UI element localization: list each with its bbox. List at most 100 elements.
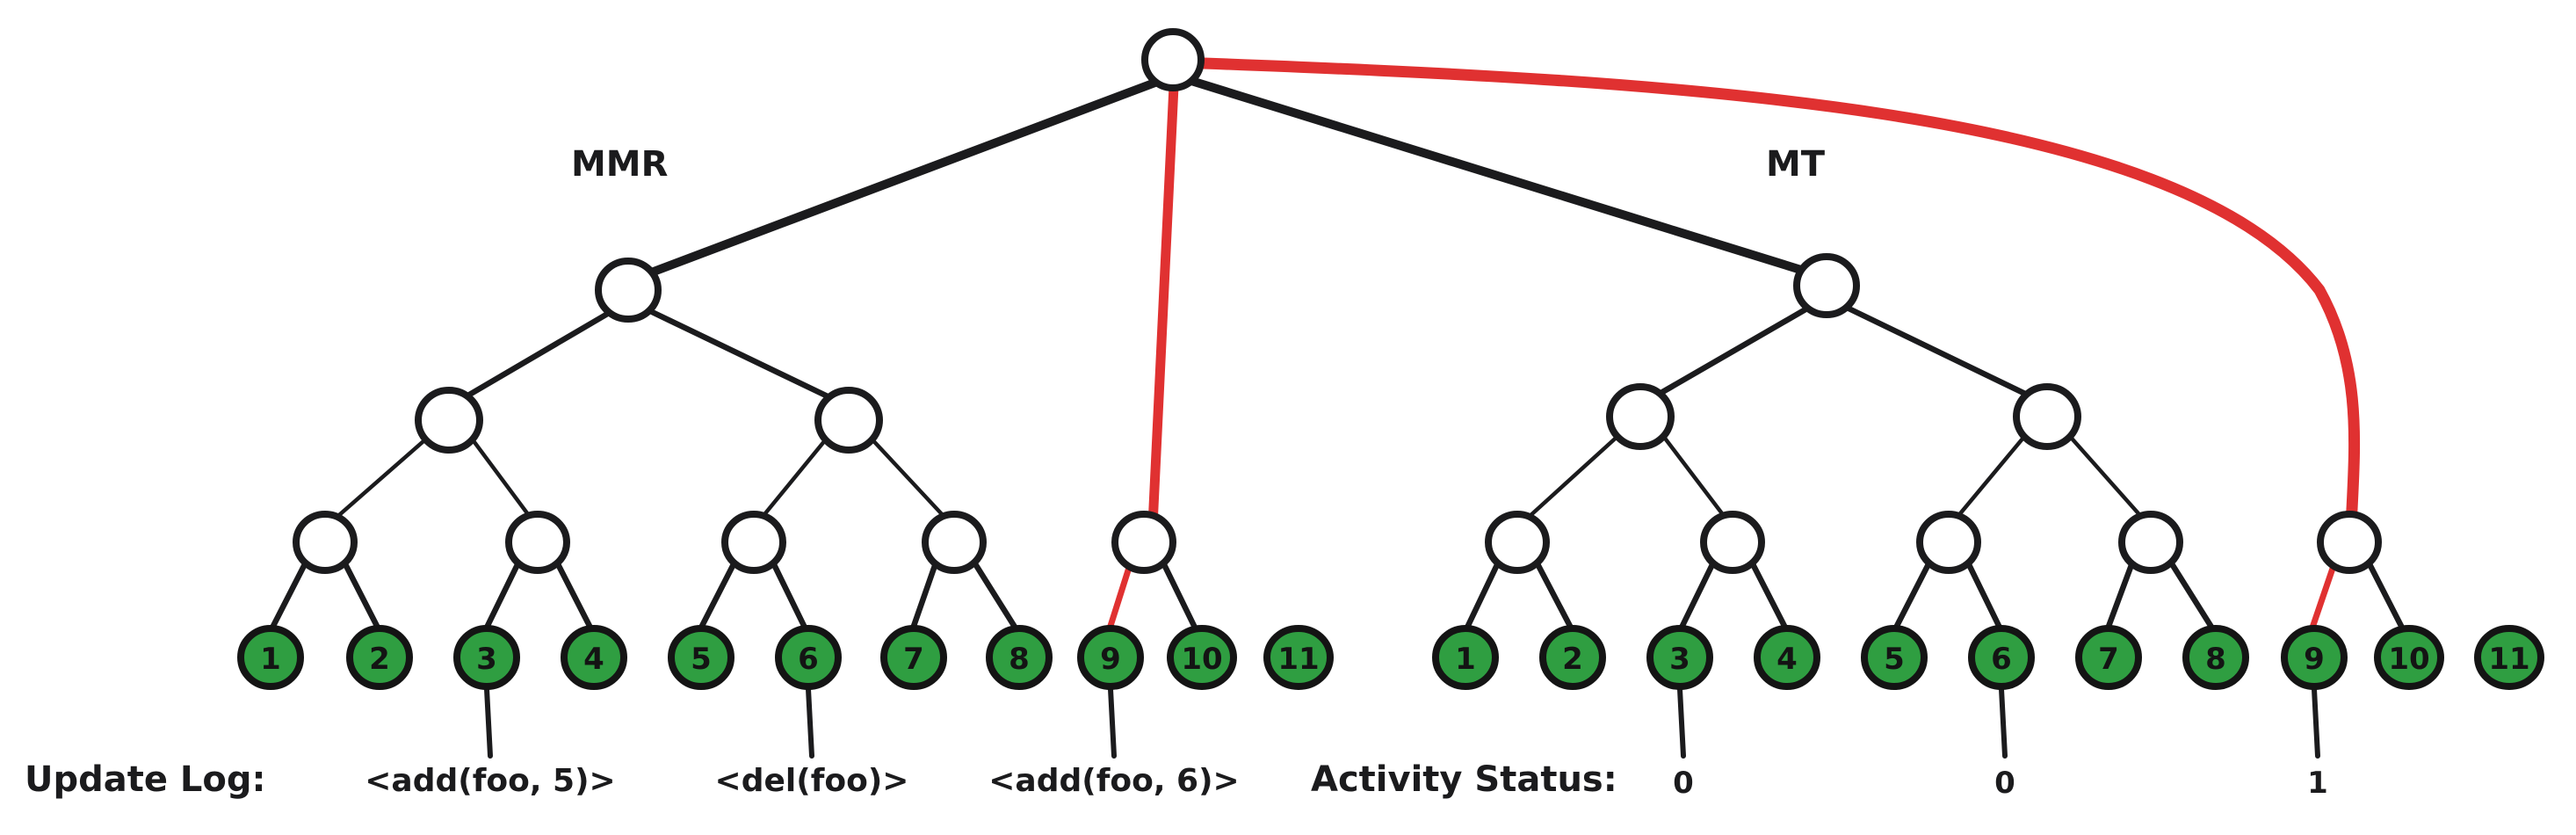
- node-root[interactable]: [1141, 28, 1205, 91]
- mmr-edges: [267, 306, 1200, 635]
- edge-mmr-leaf10: [1156, 552, 1200, 635]
- node-mmr-l2-a[interactable]: [415, 387, 483, 454]
- root-edges: [628, 76, 1820, 284]
- edge-mmr-l2c: [751, 432, 832, 530]
- highlight-root-to-mmr-node9: [1147, 81, 1179, 531]
- leaf-node-mmr-9[interactable]: 9: [1077, 625, 1144, 690]
- node-mmr-l3-a[interactable]: [293, 511, 358, 574]
- leaf-node-mmr-5[interactable]: 5: [668, 625, 734, 690]
- leaf-label: 9: [1100, 642, 1121, 677]
- leaf-label: 6: [1991, 642, 2012, 677]
- leaf-label: 5: [691, 642, 712, 677]
- leaf-node-mt-2[interactable]: 2: [1539, 625, 1606, 690]
- leaf-node-mt-3[interactable]: 3: [1646, 625, 1713, 690]
- edge-mt-leaf8: [2163, 552, 2218, 635]
- edge-mt-leaf4: [1745, 552, 1791, 635]
- leaf-label: 11: [2488, 642, 2529, 677]
- leaf-node-mmr-8[interactable]: 8: [986, 625, 1053, 690]
- leaf-node-mt-6[interactable]: 6: [1968, 625, 2035, 690]
- edge-mmr-leaf6: [766, 552, 810, 635]
- node-mt-l3-a[interactable]: [1485, 511, 1550, 574]
- node-mt-l2-b[interactable]: [2013, 383, 2081, 450]
- edge-mmr-l1l: [446, 306, 619, 410]
- node-mmr-l3-c[interactable]: [721, 511, 786, 574]
- tick-mt-leaf9: [2312, 686, 2320, 759]
- leaf-label: 7: [903, 642, 924, 677]
- leaf-node-mt-10[interactable]: 10: [2374, 625, 2444, 690]
- tick-mt-leaf6: [1999, 686, 2008, 759]
- leaf-node-mmr-11[interactable]: 11: [1263, 625, 1334, 690]
- node-mt-l2-a[interactable]: [1606, 383, 1675, 450]
- leaf-node-mmr-6[interactable]: 6: [775, 625, 842, 690]
- leaf-label: 2: [369, 642, 390, 677]
- tree-name-labels: MMR MT: [571, 144, 1826, 185]
- edge-mmr-leaf4: [550, 552, 596, 635]
- node-mt-root[interactable]: [1793, 253, 1860, 318]
- leaf-label: 4: [583, 642, 604, 677]
- leaf-node-mt-4[interactable]: 4: [1754, 625, 1820, 690]
- activity-status-value-2: 0: [1994, 766, 2015, 801]
- leaf-ticks: [484, 686, 2320, 759]
- leaf-label: 6: [798, 642, 819, 677]
- edge-mmr-l2d: [865, 432, 957, 530]
- edge-mmr-leaf5: [696, 552, 742, 635]
- edge-mt-leaf2: [1530, 552, 1576, 635]
- edge-mmr-leaf7: [908, 552, 942, 635]
- leaf-node-mt-7[interactable]: 7: [2075, 625, 2142, 690]
- leaf-label: 10: [2388, 642, 2429, 677]
- edge-mt-l1l: [1638, 302, 1815, 408]
- mmr-leaves: 1 2 3 4 5 6 7: [237, 625, 1334, 690]
- tick-mmr-leaf3: [484, 686, 493, 759]
- leaf-node-mt-8[interactable]: 8: [2182, 625, 2249, 690]
- leaf-node-mt-1[interactable]: 1: [1432, 625, 1499, 690]
- update-log-label: Update Log:: [25, 759, 266, 800]
- node-mt-l3-b[interactable]: [1700, 511, 1765, 574]
- node-mmr-l3-d[interactable]: [922, 511, 987, 574]
- highlight-root-to-mt-node9: [1198, 57, 2361, 534]
- leaf-node-mmr-10[interactable]: 10: [1167, 625, 1237, 690]
- edge-mt-l2b: [1658, 430, 1735, 530]
- node-mt-l3-d[interactable]: [2118, 511, 2183, 574]
- leaf-label: 10: [1181, 642, 1222, 677]
- leaf-node-mmr-7[interactable]: 7: [880, 625, 947, 690]
- leaf-node-mt-9[interactable]: 9: [2281, 625, 2348, 690]
- edge-root-to-mt: [1187, 76, 1820, 279]
- update-log-entry-2: <del(foo)>: [715, 763, 909, 799]
- tick-mt-leaf3: [1677, 686, 1686, 759]
- edge-mt-l2c: [1946, 430, 2030, 530]
- node-mmr-root[interactable]: [595, 258, 662, 323]
- edge-mmr-leaf8: [966, 552, 1021, 635]
- leaf-node-mmr-3[interactable]: 3: [453, 625, 520, 690]
- mt-edges: [1462, 302, 2407, 635]
- node-mmr-l3-b[interactable]: [505, 511, 570, 574]
- label-mt: MT: [1766, 144, 1826, 185]
- leaf-label: 2: [1562, 642, 1583, 677]
- leaf-node-mt-5[interactable]: 5: [1861, 625, 1928, 690]
- edge-mmr-l1r: [643, 306, 851, 410]
- edge-mmr-leaf2: [337, 552, 383, 635]
- edge-mt-leaf6: [1961, 552, 2005, 635]
- node-mmr-l3-e[interactable]: [1111, 511, 1176, 574]
- activity-status-value-1: 0: [1673, 766, 1694, 801]
- label-mmr: MMR: [571, 144, 668, 185]
- leaf-node-mt-11[interactable]: 11: [2474, 625, 2544, 690]
- leaf-label: 7: [2098, 642, 2119, 677]
- update-log-entry-1: <add(foo, 5)>: [365, 763, 615, 799]
- node-mt-l3-e[interactable]: [2317, 511, 2382, 574]
- edge-mmr-leaf3: [481, 552, 525, 635]
- leaf-node-mmr-2[interactable]: 2: [346, 625, 413, 690]
- mt-leaves: 1 2 3 4 5 6 7: [1432, 625, 2544, 690]
- node-mmr-l2-b[interactable]: [814, 387, 883, 454]
- update-log-row: Update Log: <add(foo, 5)> <del(foo)> <ad…: [25, 759, 1240, 800]
- leaf-label: 1: [1455, 642, 1476, 677]
- leaf-node-mmr-1[interactable]: 1: [237, 625, 304, 690]
- edge-mmr-l2a: [322, 432, 433, 530]
- leaf-label: 3: [1669, 642, 1690, 677]
- node-mt-l3-c[interactable]: [1916, 511, 1981, 574]
- edge-mt-l1r: [1840, 302, 2051, 408]
- leaf-label: 5: [1884, 642, 1905, 677]
- edge-mt-leaf7: [2103, 552, 2138, 635]
- edge-mt-leaf1: [1462, 552, 1505, 635]
- leaf-node-mmr-4[interactable]: 4: [561, 625, 627, 690]
